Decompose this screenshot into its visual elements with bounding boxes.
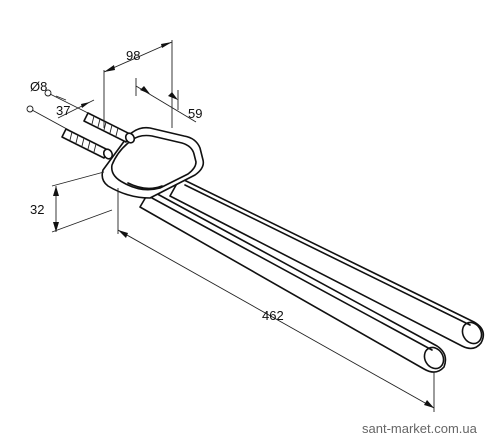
dimension-37: 37 [56, 99, 95, 119]
dimension-59: 59 [135, 78, 202, 123]
watermark: sant-market.com.ua [362, 421, 478, 436]
dimension-diameter: Ø8 [30, 79, 67, 101]
wall-bracket [101, 126, 205, 199]
dim-width-label: 98 [126, 48, 140, 63]
rail-lower [139, 189, 447, 373]
screw-upper [44, 89, 136, 144]
dimension-98: 98 [103, 40, 173, 128]
dimension-462: 462 [117, 188, 435, 412]
rail-upper [169, 177, 485, 350]
dim-depth-label: 59 [188, 106, 202, 121]
dim-height-label: 32 [30, 202, 44, 217]
dim-diameter-label: Ø8 [30, 79, 47, 94]
screw-lower [26, 105, 114, 160]
dim-length-label: 462 [262, 308, 284, 323]
dimension-32: 32 [30, 171, 113, 233]
dim-length-plug-label: 37 [56, 103, 70, 118]
